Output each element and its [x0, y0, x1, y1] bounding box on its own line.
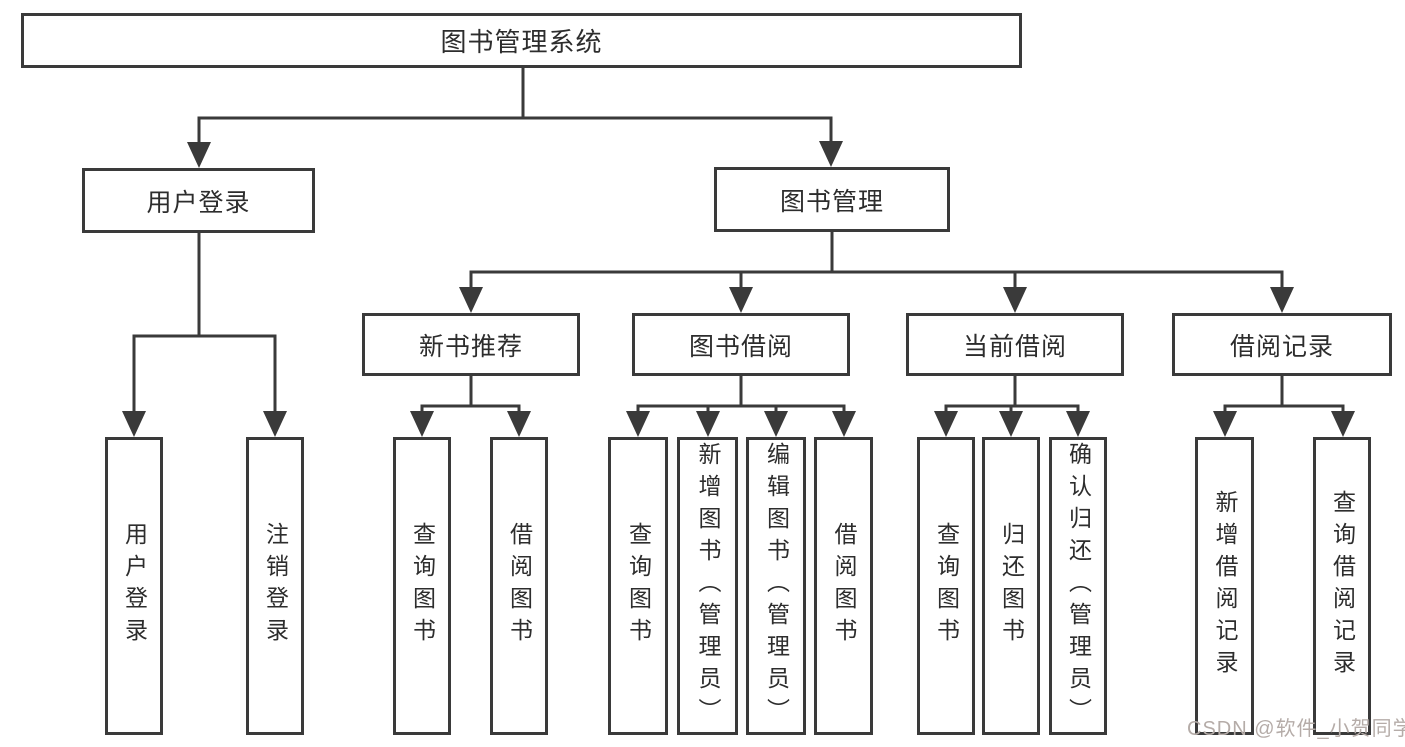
- edge-userlogin-branch: [132, 334, 277, 416]
- node-book-borrowing-label: 图书借阅: [688, 332, 793, 361]
- node-current-borrowing: 当前借阅: [906, 313, 1124, 376]
- leaf-label: 用户登录: [121, 522, 148, 650]
- leaf-query-borrow-record: 查询借阅记录: [1313, 437, 1371, 735]
- node-new-book-recommend-label: 新书推荐: [418, 332, 523, 361]
- node-book-management: 图书管理: [714, 167, 950, 232]
- csdn-watermark: CSDN @软件_小贺同学: [1187, 718, 1405, 740]
- arrowheads: [122, 141, 1355, 437]
- leaf-user-login: 用户登录: [105, 437, 163, 735]
- edge-newbook-branch: [420, 404, 521, 416]
- node-user-login-label: 用户登录: [146, 188, 251, 217]
- leaf-borrow-books-1: 借阅图书: [490, 437, 548, 735]
- leaf-query-books-1: 查询图书: [393, 437, 451, 735]
- node-root-label: 图书管理系统: [440, 27, 603, 57]
- node-root: 图书管理系统: [21, 13, 1022, 68]
- leaf-query-books-2: 查询图书: [608, 437, 668, 735]
- node-borrowing-records: 借阅记录: [1172, 313, 1392, 376]
- leaf-label: 查询图书: [409, 522, 436, 650]
- edge-record-branch: [1223, 404, 1345, 416]
- leaf-label: 借阅图书: [831, 522, 857, 650]
- leaf-add-borrow-record: 新增借阅记录: [1195, 437, 1254, 735]
- leaf-logout: 注销登录: [246, 437, 304, 735]
- leaf-label: 查询借阅记录: [1329, 490, 1356, 682]
- leaf-label: 确认归还（管理员）: [1065, 442, 1092, 730]
- leaf-label: 查询图书: [933, 522, 960, 650]
- edge-root-branch: [197, 116, 833, 150]
- edge-bookmgmt-branch: [469, 270, 1284, 292]
- leaf-label: 编辑图书（管理员）: [763, 442, 790, 730]
- node-book-management-label: 图书管理: [779, 187, 884, 216]
- edge-borrow-branch: [636, 404, 846, 416]
- leaf-confirm-return-admin: 确认归还（管理员）: [1049, 437, 1107, 735]
- leaf-label: 新增图书（管理员）: [695, 442, 721, 730]
- node-new-book-recommend: 新书推荐: [362, 313, 580, 376]
- leaf-edit-book-admin: 编辑图书（管理员）: [746, 437, 806, 735]
- leaf-label: 注销登录: [262, 522, 289, 650]
- node-book-borrowing: 图书借阅: [632, 313, 850, 376]
- leaf-label: 查询图书: [625, 522, 652, 650]
- leaf-label: 新增借阅记录: [1212, 490, 1238, 682]
- leaf-add-book-admin: 新增图书（管理员）: [677, 437, 738, 735]
- leaf-label: 归还图书: [998, 522, 1025, 650]
- node-current-borrowing-label: 当前借阅: [962, 332, 1067, 361]
- leaf-label: 借阅图书: [506, 522, 533, 650]
- node-borrowing-records-label: 借阅记录: [1229, 332, 1334, 361]
- node-user-login: 用户登录: [82, 168, 315, 233]
- leaf-borrow-books-2: 借阅图书: [814, 437, 873, 735]
- leaf-return-book: 归还图书: [982, 437, 1040, 735]
- leaf-query-books-3: 查询图书: [917, 437, 975, 735]
